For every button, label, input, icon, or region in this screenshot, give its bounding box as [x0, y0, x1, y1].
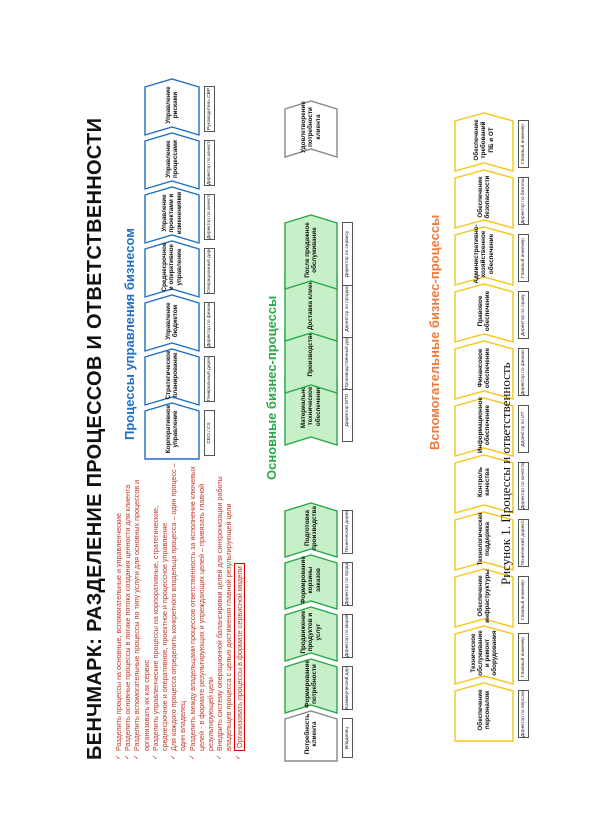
core-process: Подготовка производства — [284, 502, 338, 558]
process-owner: Главный инженер — [518, 120, 529, 168]
process-label: После продажное обслуживание — [303, 222, 318, 278]
process-label: Управление процессами — [164, 140, 179, 178]
process-owner: Технический директор — [518, 519, 529, 567]
process-label: Подготовка производства — [303, 506, 318, 550]
process-owner: Директор по качеству — [204, 194, 215, 240]
bullet-item: Разделить вспомогательные процессы по ти… — [132, 460, 150, 760]
process-owner: Директор по ИТ — [518, 405, 529, 453]
process-owner: Главный инженер — [518, 234, 529, 282]
section-title-management: Процессы управления бизнесом — [122, 228, 137, 440]
bullet-item: Организовать процессы в формате сервисно… — [233, 460, 245, 760]
aux-process: Финансовое обеспечение — [454, 340, 514, 400]
process-label: Информационное обеспечение — [476, 397, 491, 453]
process-owner: Директор по финансам — [518, 348, 529, 396]
aux-process: Обеспечение безопасности — [454, 169, 514, 229]
process-label: Стратегическое планирование — [164, 350, 179, 400]
management-process: Стратегическое планирование — [144, 348, 200, 406]
bullet-item: Внедрить систему операционной балансиров… — [215, 460, 233, 760]
bullet-list: Разделить процессы на основные, вспомога… — [114, 460, 245, 760]
management-process: Управление бюджетом — [144, 294, 200, 352]
bullet-item: Разделить процессы на основные, вспомога… — [114, 460, 123, 760]
bullet-item: Разделить между владельцами процессов от… — [188, 460, 216, 760]
process-owner: Директор по праву — [518, 291, 529, 339]
core-start: Потребность клиента — [284, 710, 338, 762]
process-label: Технологическая поддержка — [476, 512, 491, 566]
process-owner: Директор по финансам — [204, 302, 215, 348]
aux-process: Техническое обслуживание и ремонт оборуд… — [454, 625, 514, 685]
aux-process: Административно-хозяйственное обеспечени… — [454, 224, 514, 286]
figure-caption: Рисунок 1. Процессы и ответственность — [498, 362, 513, 585]
core-end: Удовлетворение потребности клиента — [284, 100, 338, 158]
process-owner: CEO / CS — [204, 410, 215, 456]
process-label: Обеспечение безопасности — [476, 175, 491, 219]
process-owner: Главный инженер — [518, 633, 529, 681]
process-owner: Руководитель СВР — [204, 86, 215, 132]
core-process: Формирование корзины заказов — [284, 554, 338, 610]
aux-process: Технологическая поддержка — [454, 511, 514, 571]
page-title: БЕНЧМАРК: РАЗДЕЛЕНИЕ ПРОЦЕССОВ И ОТВЕТСТ… — [84, 117, 106, 760]
process-owner: Директор по безопасности — [518, 177, 529, 225]
aux-process: Обеспечение инфраструктуры — [454, 568, 514, 628]
bullet-item: Разделить управленческие процессы на кор… — [151, 460, 169, 760]
process-label: Финансовое обеспечение — [476, 347, 491, 389]
management-process: Среднесрочное и оперативное управление — [144, 240, 200, 298]
aux-process: Обеспечение персоналом — [454, 682, 514, 742]
process-owner: Директор по качеству — [204, 140, 215, 186]
process-label: Управление рисками — [164, 86, 179, 124]
section-title-aux: Вспомогательные бизнес-процессы — [427, 214, 442, 450]
process-label: Управление проектами и изменениями — [161, 191, 183, 235]
process-owner: Директор по сервису — [342, 222, 353, 286]
management-process: Управление процессами — [144, 132, 200, 190]
section-title-core: Основные бизнес-процессы — [264, 295, 279, 480]
aux-process: Контроль качества — [454, 454, 514, 514]
process-label: Удовлетворение потребности клиента — [300, 101, 322, 153]
management-process: Управление проектами и изменениями — [144, 186, 200, 244]
aux-process: Правовое обеспечение — [454, 283, 514, 343]
core-process: Продвижение продуктов и услуг — [284, 606, 338, 662]
highlight-box: Организовать процессы в формате сервисно… — [233, 563, 245, 751]
process-owner: Операционный директор — [204, 248, 215, 294]
process-owner: Директор по персоналу — [518, 690, 529, 738]
bullet-item: Разделить основные процессы в логике пот… — [123, 460, 132, 760]
process-owner: Директор по качеству — [518, 462, 529, 510]
aux-process: Информационное обеспечение — [454, 397, 514, 457]
process-owner: Коммерческий директор — [342, 666, 353, 710]
process-owner: Владелец — [342, 718, 353, 758]
process-owner: Главный инженер — [518, 576, 529, 624]
process-owner: Директор по маркетингу — [342, 614, 353, 658]
bullet-item: Для каждого процесса определить конкретн… — [169, 460, 187, 760]
process-owner: Директор по продажам — [342, 562, 353, 606]
process-label: Обеспечение требований ПБ и ОТ — [473, 119, 495, 161]
core-process: После продажное обслуживание — [284, 214, 338, 290]
process-owner: Технический директор — [342, 510, 353, 554]
management-process: Управление рисками — [144, 78, 200, 136]
process-label: Обеспечение персоналом — [476, 689, 491, 731]
management-process: Корпоративное управление — [144, 402, 200, 460]
aux-process: Обеспечение требований ПБ и ОТ — [454, 112, 514, 172]
process-slide: БЕНЧМАРК: РАЗДЕЛЕНИЕ ПРОЦЕССОВ И ОТВЕТСТ… — [82, 60, 582, 770]
core-process: Формирование потребности — [284, 658, 338, 714]
process-owner: Генеральный директор — [204, 356, 215, 402]
